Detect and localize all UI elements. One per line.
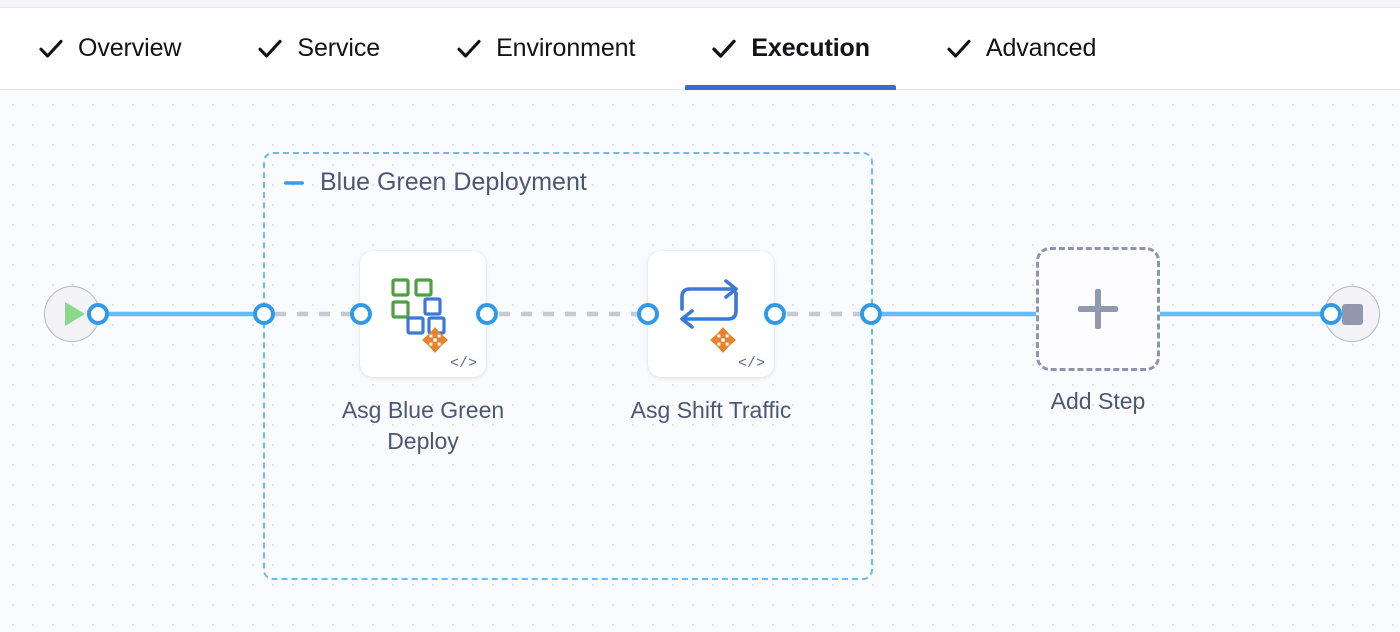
asg-shift-traffic-icon <box>648 251 774 377</box>
tab-label: Overview <box>78 34 182 62</box>
check-icon <box>946 36 972 62</box>
tab-overview[interactable]: Overview <box>38 8 181 89</box>
tab-service[interactable]: Service <box>257 8 380 89</box>
stage-group-blue-green-deployment[interactable] <box>263 152 873 580</box>
check-icon <box>257 36 283 62</box>
check-icon <box>711 36 737 62</box>
stage-header: Blue Green Deployment <box>283 168 587 197</box>
add-step-label: Add Step <box>1050 388 1146 414</box>
add-step-button[interactable] <box>1036 247 1160 371</box>
pipeline-canvas[interactable]: Blue Green Deployment <box>0 90 1400 632</box>
tab-label: Execution <box>751 34 870 62</box>
step-node-asg-blue-green-deploy[interactable]: </> <box>360 251 486 377</box>
wizard-tab-bar: Overview Service Environment Execution A… <box>0 8 1400 90</box>
check-icon <box>456 36 482 62</box>
connector-ring-stage-out[interactable] <box>860 303 882 325</box>
step-label-asg-blue-green-deploy: Asg Blue Green Deploy <box>341 397 505 455</box>
connector-ring-start-out[interactable] <box>87 303 109 325</box>
connector-ring-step1-out[interactable] <box>476 303 498 325</box>
tab-active-indicator <box>685 85 896 90</box>
connector-ring-step2-in[interactable] <box>637 303 659 325</box>
asg-blue-green-deploy-icon <box>360 251 486 377</box>
step-node-asg-shift-traffic[interactable]: </> <box>648 251 774 377</box>
step-label-asg-shift-traffic: Asg Shift Traffic <box>630 397 792 423</box>
pipeline-start-node[interactable] <box>44 286 100 342</box>
stop-icon <box>1341 303 1363 325</box>
code-badge: </> <box>737 355 765 372</box>
tab-advanced[interactable]: Advanced <box>946 8 1096 89</box>
connector-ring-end-in[interactable] <box>1320 303 1342 325</box>
minus-icon[interactable] <box>283 172 305 194</box>
tab-execution[interactable]: Execution <box>685 8 896 90</box>
tab-label: Service <box>297 34 381 62</box>
play-icon <box>65 302 85 326</box>
tab-label: Advanced <box>985 34 1097 62</box>
connector-ring-stage-in[interactable] <box>253 303 275 325</box>
check-icon <box>38 36 64 62</box>
stage-title: Blue Green Deployment <box>320 168 587 196</box>
code-badge: </> <box>449 355 477 372</box>
plus-icon <box>1078 289 1118 329</box>
connector-ring-step2-out[interactable] <box>764 303 786 325</box>
tab-label: Environment <box>496 34 636 62</box>
connector-ring-step1-in[interactable] <box>350 303 372 325</box>
tab-environment[interactable]: Environment <box>456 8 635 89</box>
window-top-strip <box>0 0 1400 8</box>
